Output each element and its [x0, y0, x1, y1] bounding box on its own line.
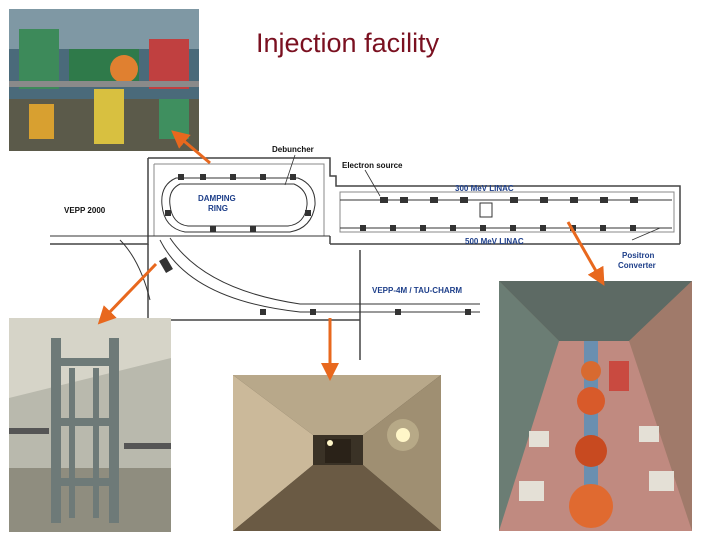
label-positron-converter-line1: Positron: [622, 251, 655, 260]
label-positron-converter-line2: Converter: [618, 261, 656, 270]
label-damping-ring-line2: RING: [208, 204, 228, 213]
label-vepp4m-tau-charm: VEPP-4M / TAU-CHARM: [372, 286, 462, 295]
label-damping-ring-line1: DAMPING: [198, 194, 236, 203]
label-500-mev-linac: 500 MeV LINAC: [465, 237, 524, 246]
photo-injection-complex: [9, 9, 199, 151]
photo-tunnel: [233, 375, 441, 531]
label-debuncher: Debuncher: [272, 145, 314, 154]
label-300-mev-linac: 300 MeV LINAC: [455, 184, 514, 193]
page-title: Injection facility: [256, 28, 440, 58]
photo-linac-hall: [499, 281, 692, 531]
label-electron-source: Electron source: [342, 161, 403, 170]
photo-tower-structure: [9, 318, 171, 532]
label-vepp2000: VEPP 2000: [64, 206, 106, 215]
